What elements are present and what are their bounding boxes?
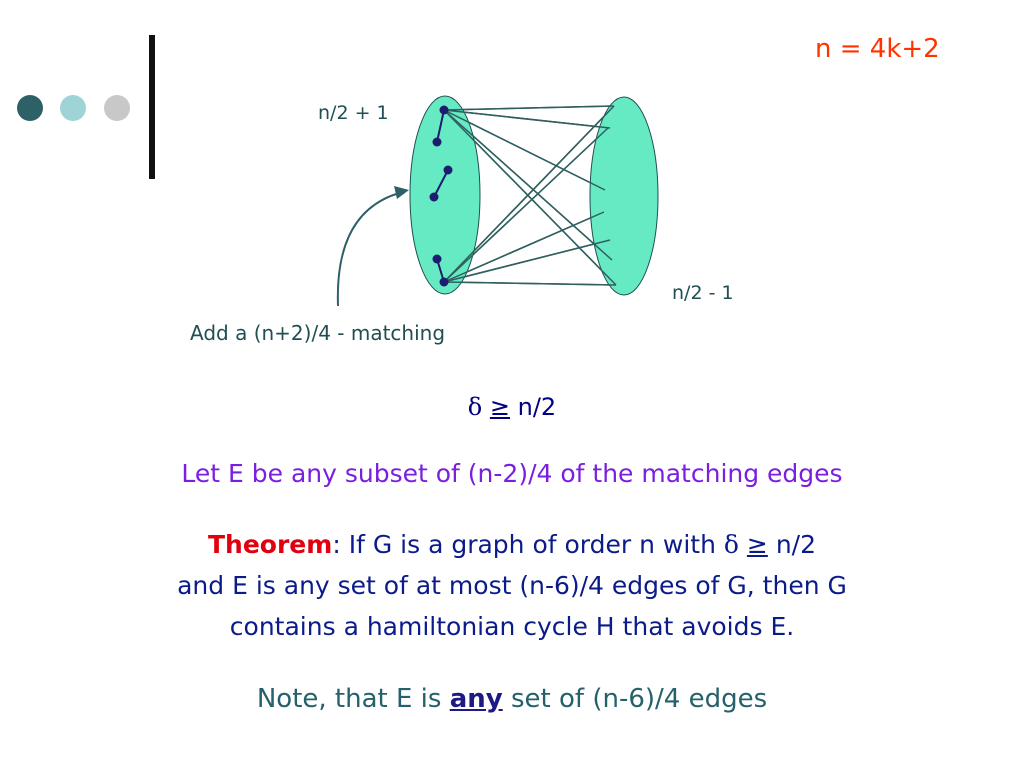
edge — [443, 211, 605, 283]
min-degree-value: n/2 — [510, 393, 557, 421]
theme-dot-mid — [60, 95, 86, 121]
theorem-line-1: Theorem: If G is a graph of order n with… — [0, 530, 1024, 559]
left-set-size-label: n/2 + 1 — [318, 102, 389, 124]
theorem-line-2: and E is any set of at most (n-6)/4 edge… — [177, 571, 847, 600]
vertex — [439, 277, 449, 287]
theorem-line-1-text: If G is a graph of order n with — [340, 530, 724, 559]
right-set-size-label: n/2 - 1 — [672, 282, 734, 304]
edge — [443, 109, 606, 191]
edge — [443, 109, 613, 261]
vertex — [439, 105, 449, 115]
left-vertex-set — [409, 95, 481, 295]
edge — [443, 105, 615, 283]
vertex — [432, 137, 442, 147]
curved-arrow — [336, 191, 404, 307]
note-emphasis: any — [449, 684, 503, 714]
note-line: Note, that E is any set of (n-6)/4 edges — [0, 684, 1024, 714]
vertex — [443, 165, 453, 175]
note-suffix: set of (n-6)/4 edges — [502, 684, 768, 714]
slide-title: n = 4k+2 — [815, 34, 940, 64]
theorem-delta-symbol: δ — [723, 530, 739, 559]
vertex — [429, 192, 439, 202]
theorem-line-3: contains a hamiltonian cycle H that avoi… — [229, 612, 795, 641]
edge — [443, 281, 617, 286]
vertex — [432, 254, 442, 264]
geq-symbol: ≥ — [489, 393, 510, 421]
theorem-geq-symbol: ≥ — [746, 530, 768, 559]
matching-edge — [436, 109, 445, 143]
edge — [443, 105, 615, 111]
subset-statement: Let E be any subset of (n-2)/4 of the ma… — [181, 459, 843, 488]
min-degree-line: δ ≥ n/2 — [0, 393, 1024, 421]
right-vertex-set — [589, 96, 659, 296]
edge — [443, 127, 609, 283]
theorem-word: Theorem — [208, 530, 333, 559]
matching-annotation: Add a (n+2)/4 - matching — [190, 321, 446, 345]
edge — [443, 109, 617, 286]
edge — [443, 109, 611, 129]
arrow-head-icon — [394, 186, 409, 199]
theorem-line-1-end: n/2 — [767, 530, 816, 559]
matching-edge — [433, 169, 449, 198]
note-prefix: Note, that E is — [256, 684, 450, 714]
theme-vertical-bar — [149, 35, 155, 179]
delta-symbol: δ — [467, 393, 483, 421]
theme-dot-dark — [17, 95, 43, 121]
theme-dot-light — [104, 95, 130, 121]
theorem-colon: : — [332, 530, 341, 559]
edge — [443, 239, 611, 283]
